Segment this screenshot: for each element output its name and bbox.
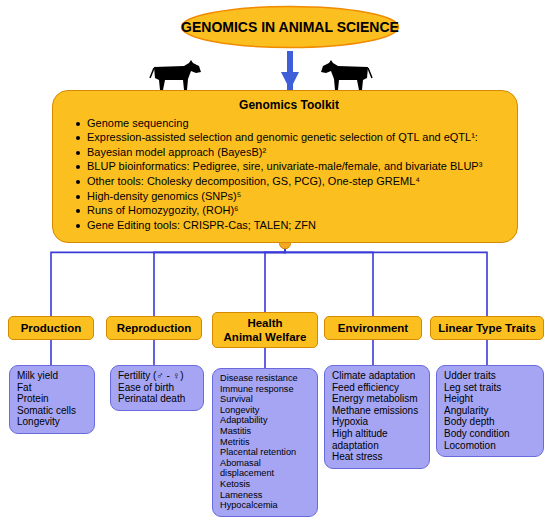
toolkit-box: Genomics ToolkitGenome sequencingExpress…	[52, 90, 518, 243]
connector-line	[154, 243, 285, 316]
bullet-text: BLUP bioinformatics: Pedigree, sire, uni…	[75, 159, 503, 174]
cow-tail	[150, 68, 154, 78]
bullet-text: Other tools: Cholesky decomposition, GS,…	[75, 174, 503, 189]
cow-silhouette	[154, 60, 201, 90]
category-label: Environment	[338, 321, 408, 335]
block-arrow	[287, 51, 293, 90]
trait-item: Ketosis	[220, 479, 311, 490]
trait-item: Heat stress	[332, 451, 423, 463]
trait-item: Disease resistance	[220, 373, 311, 384]
bullet-text: Bayesian model approach (BayesB)²	[75, 145, 503, 160]
trait-item: Height	[444, 393, 537, 405]
trait-item: High altitude adaptation	[332, 428, 423, 451]
connector-line	[285, 243, 373, 316]
trait-item: Udder traits	[444, 370, 537, 382]
trait-item: Metritis	[220, 437, 311, 448]
connector-line	[265, 243, 285, 312]
trait-item: Immune response	[220, 384, 311, 395]
trait-item: Locomotion	[444, 440, 537, 452]
title-text: GENOMICS IN ANIMAL SCIENCE	[181, 19, 399, 35]
category-label: Linear Type Traits	[438, 321, 536, 335]
category-label: Reproduction	[117, 321, 192, 335]
trait-item: Climate adaptation	[332, 370, 423, 382]
trait-item: Abomasal displacement	[220, 458, 311, 479]
trait-item: Adaptability	[220, 415, 311, 426]
trait-item: Fat	[17, 382, 88, 394]
connector-line	[486, 340, 488, 365]
trait-list-box: Fertility (♂ - ♀)Ease of birthPerinatal …	[110, 365, 204, 411]
ellipse-shape	[182, 7, 399, 48]
bullet-text: High-density genomics (SNPs)⁵	[75, 189, 503, 204]
trait-item: Feed efficiency	[332, 382, 423, 394]
trait-item: Body condition	[444, 428, 537, 440]
category-box: Linear Type Traits	[430, 316, 544, 340]
trait-item: Longevity	[220, 405, 311, 416]
category-label: Production	[21, 321, 82, 335]
trait-item: Placental retention	[220, 447, 311, 458]
trait-item: Angularity	[444, 405, 537, 417]
connector-line	[50, 340, 52, 365]
connector-line	[372, 340, 374, 365]
bullet-text: Gene Editing tools: CRISPR-Cas; TALEN; Z…	[75, 218, 503, 233]
cow-icon	[150, 60, 201, 90]
trait-item: Ease of birth	[118, 382, 197, 394]
bullet-text: Runs of Homozygozity, (ROH)⁶	[75, 203, 503, 218]
trait-item: Leg set traits	[444, 382, 537, 394]
category-box: Production	[8, 316, 94, 340]
cow-tail	[368, 68, 372, 78]
trait-item: Energy metabolism	[332, 393, 423, 405]
trait-list-box: Udder traitsLeg set traitsHeightAngulari…	[436, 365, 544, 457]
cow-icon	[321, 60, 372, 90]
trait-list-box: Milk yieldFatProteinSomatic cellsLongevi…	[9, 365, 95, 434]
bullet-text: Expression-assisted selection and genomi…	[75, 130, 503, 145]
trait-item: Lameness	[220, 490, 311, 501]
cow-silhouette	[321, 60, 368, 90]
category-box: HealthAnimal Welfare	[212, 312, 318, 348]
trait-item: Hypocalcemia	[220, 500, 311, 511]
trait-item: Protein	[17, 393, 88, 405]
trait-item: Survival	[220, 394, 311, 405]
category-box: Environment	[324, 316, 422, 340]
trait-list-box: Disease resistanceImmune responseSurviva…	[212, 368, 318, 517]
trait-item: Hypoxia	[332, 416, 423, 428]
bullet-text: Genome sequencing	[75, 116, 503, 131]
trait-item: Longevity	[17, 416, 88, 428]
connector-line	[264, 348, 266, 368]
category-label: Health	[247, 316, 282, 330]
category-label: Animal Welfare	[224, 330, 307, 344]
trait-item: Perinatal death	[118, 393, 197, 405]
trait-list-box: Climate adaptationFeed efficiencyEnergy …	[324, 365, 430, 469]
trait-item: Fertility (♂ - ♀)	[118, 370, 197, 382]
title-ellipse: GENOMICS IN ANIMAL SCIENCE	[180, 5, 400, 49]
category-box: Reproduction	[106, 316, 202, 340]
trait-item: Somatic cells	[17, 405, 88, 417]
trait-item: Body depth	[444, 416, 537, 428]
trait-item: Mastitis	[220, 426, 311, 437]
trait-item: Methane emissions	[332, 405, 423, 417]
connector-line	[51, 243, 285, 316]
trait-item: Milk yield	[17, 370, 88, 382]
connector-line	[153, 340, 155, 365]
connector-line	[285, 243, 487, 316]
box-heading: Genomics Toolkit	[75, 98, 503, 113]
